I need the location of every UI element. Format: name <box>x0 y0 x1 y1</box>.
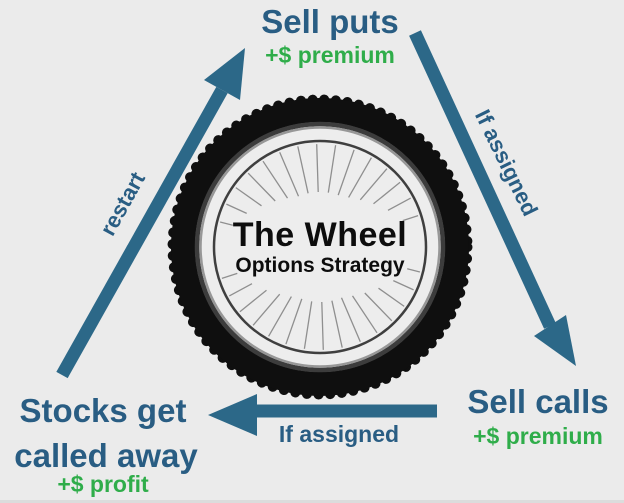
wheel-graphic <box>167 94 473 400</box>
edge-if-assigned-bottom: If assigned <box>278 421 400 447</box>
wheel-subtitle: Options Strategy <box>235 254 405 277</box>
wheel-center-text: The Wheel Options Strategy <box>195 217 445 278</box>
node-sell-puts: Sell puts <box>261 3 399 40</box>
if-assigned-left-arrow <box>208 394 437 436</box>
node-sell-puts-benefit: +$ premium <box>265 42 395 68</box>
node-stocks-benefit: +$ profit <box>57 471 149 497</box>
node-sell-calls: Sell calls <box>467 383 609 420</box>
restart-arrow <box>56 48 245 379</box>
node-stocks-line1: Stocks get <box>19 392 187 429</box>
node-sell-calls-benefit: +$ premium <box>473 423 603 449</box>
if-assigned-down-arrow <box>409 30 576 366</box>
wheel-inner-disc <box>196 123 444 371</box>
wheel-spokes <box>219 144 421 350</box>
wheel-title: The Wheel <box>232 216 408 254</box>
tire-body <box>171 98 469 396</box>
wheel-rim <box>212 139 428 355</box>
node-stocks-line2: called away <box>14 437 198 474</box>
